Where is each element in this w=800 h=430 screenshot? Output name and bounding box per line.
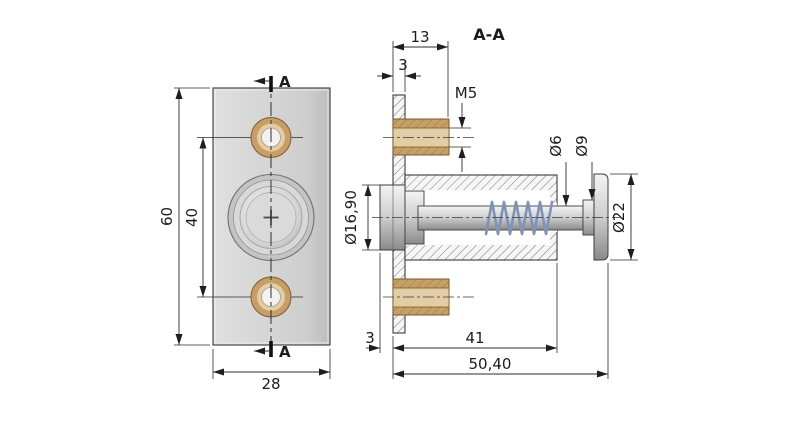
dimensions-right: Ø6 Ø9 Ø22: [547, 135, 638, 261]
dim-thread-label: M5: [455, 84, 478, 102]
head-cap: [593, 173, 609, 261]
dimension-height: 60: [158, 87, 210, 346]
dim-hole-spacing-label: 40: [183, 208, 201, 227]
dim-head-dia-label: Ø22: [610, 202, 628, 233]
threaded-boss-top: [392, 118, 450, 156]
dimension-width: 28: [212, 349, 331, 393]
section-label-top: A: [279, 73, 291, 91]
dimension-bore: Ø16,90: [342, 184, 380, 251]
boss-thread-bore: [392, 127, 450, 148]
spring: [484, 200, 554, 236]
threaded-boss-bottom: [392, 278, 450, 316]
section-title: A-A: [473, 25, 505, 44]
dim-height-label: 60: [158, 207, 176, 226]
section-view: A-A: [342, 25, 638, 379]
front-view: A A 60 40 28: [158, 73, 331, 393]
dim-front-offset-label: 3: [365, 329, 375, 347]
boss-thread-bore: [392, 287, 450, 308]
dim-overall-length-label: 50,40: [469, 355, 512, 373]
dim-width-label: 28: [261, 375, 280, 393]
dimension-hole-spacing: 40: [183, 137, 207, 297]
section-label-bottom: A: [279, 343, 291, 361]
dim-boss-length-label: 13: [410, 28, 429, 46]
dimensions-bottom: 3 41 50,40: [365, 253, 609, 379]
dim-body-length-label: 41: [465, 329, 484, 347]
dim-plate-thickness-label: 3: [398, 56, 408, 74]
dimensions-top: 13 3 M5: [377, 28, 477, 172]
section-line: A A: [254, 73, 291, 361]
dim-shaft-dia-label: Ø9: [573, 135, 591, 156]
dim-pin-dia-label: Ø6: [547, 135, 565, 156]
dim-bore-dia-label: Ø16,90: [342, 190, 360, 245]
